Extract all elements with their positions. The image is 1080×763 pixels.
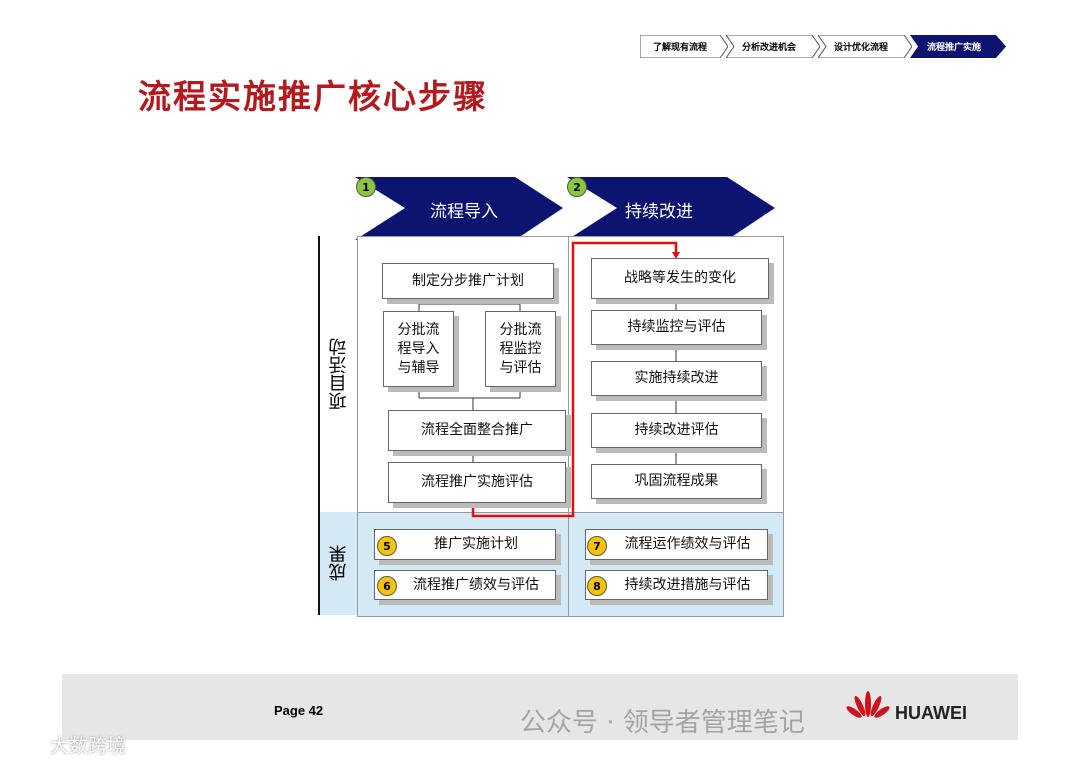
activity-plan: 制定分步推广计划 [382,263,554,299]
result-number-badge: 8 [587,576,607,596]
result-label: 持续改进措施与评估 [624,576,751,593]
result-5: 推广实施计划 [374,529,556,560]
breadcrumb-label: 了解现有流程 [652,43,707,53]
activity-improve-evaluate: 持续改进评估 [591,413,762,448]
breadcrumb-step-3: 设计优化流程 [818,35,912,58]
activity-monitor: 持续监控与评估 [591,310,762,345]
result-7: 流程运作绩效与评估 [585,529,768,560]
results-row-header: 成果 [318,512,359,615]
breadcrumb-label: 流程推广实施 [926,43,981,53]
activity-strategy-change: 战略等发生的变化 [591,258,769,299]
activity-improve: 实施持续改进 [591,361,762,396]
phase-label: 持续改进 [625,202,693,222]
phase-number-badge: 1 [356,177,376,197]
huawei-logo-icon [846,691,890,718]
breadcrumb-step-1: 了解现有流程 [640,35,728,58]
watermark-wechat: 公众号 · 领导者管理笔记 [520,708,805,738]
page-number: Page 42 [274,703,324,718]
activity-consolidate: 巩固流程成果 [591,464,762,499]
result-label: 推广实施计划 [434,536,518,552]
phase-label: 流程导入 [430,202,498,222]
activity-batch-monitor: 分批流程监控与评估 [485,311,556,387]
activity-evaluate: 流程推广实施评估 [388,462,566,503]
breadcrumb-step-2: 分析改进机会 [726,35,820,58]
result-8: 持续改进措施与评估 [585,570,768,600]
activity-batch-import: 分批流程导入与辅导 [383,311,454,387]
phase-number-badge: 2 [567,177,587,197]
result-number-badge: 5 [377,536,397,556]
breadcrumb-step-4-active: 流程推广实施 [910,35,1006,58]
result-label: 流程推广绩效与评估 [413,576,539,593]
result-label: 流程运作绩效与评估 [624,536,751,552]
result-number-badge: 6 [377,576,397,596]
result-number-badge: 7 [587,536,607,556]
page-title: 流程实施推广核心步骤 [138,77,488,116]
watermark-dashu: 大数跨境 [50,735,127,757]
phase-chevron-1: 流程导入 [355,177,563,240]
phase-chevron-2: 持续改进 [567,177,775,240]
breadcrumb-label: 分析改进机会 [741,43,796,53]
breadcrumb-label: 设计优化流程 [833,43,888,53]
huawei-brand: HUAWEI [895,703,967,723]
activities-row-header: 项目活动 [318,236,359,512]
result-6: 流程推广绩效与评估 [374,570,556,600]
activity-integrate: 流程全面整合推广 [388,410,566,451]
